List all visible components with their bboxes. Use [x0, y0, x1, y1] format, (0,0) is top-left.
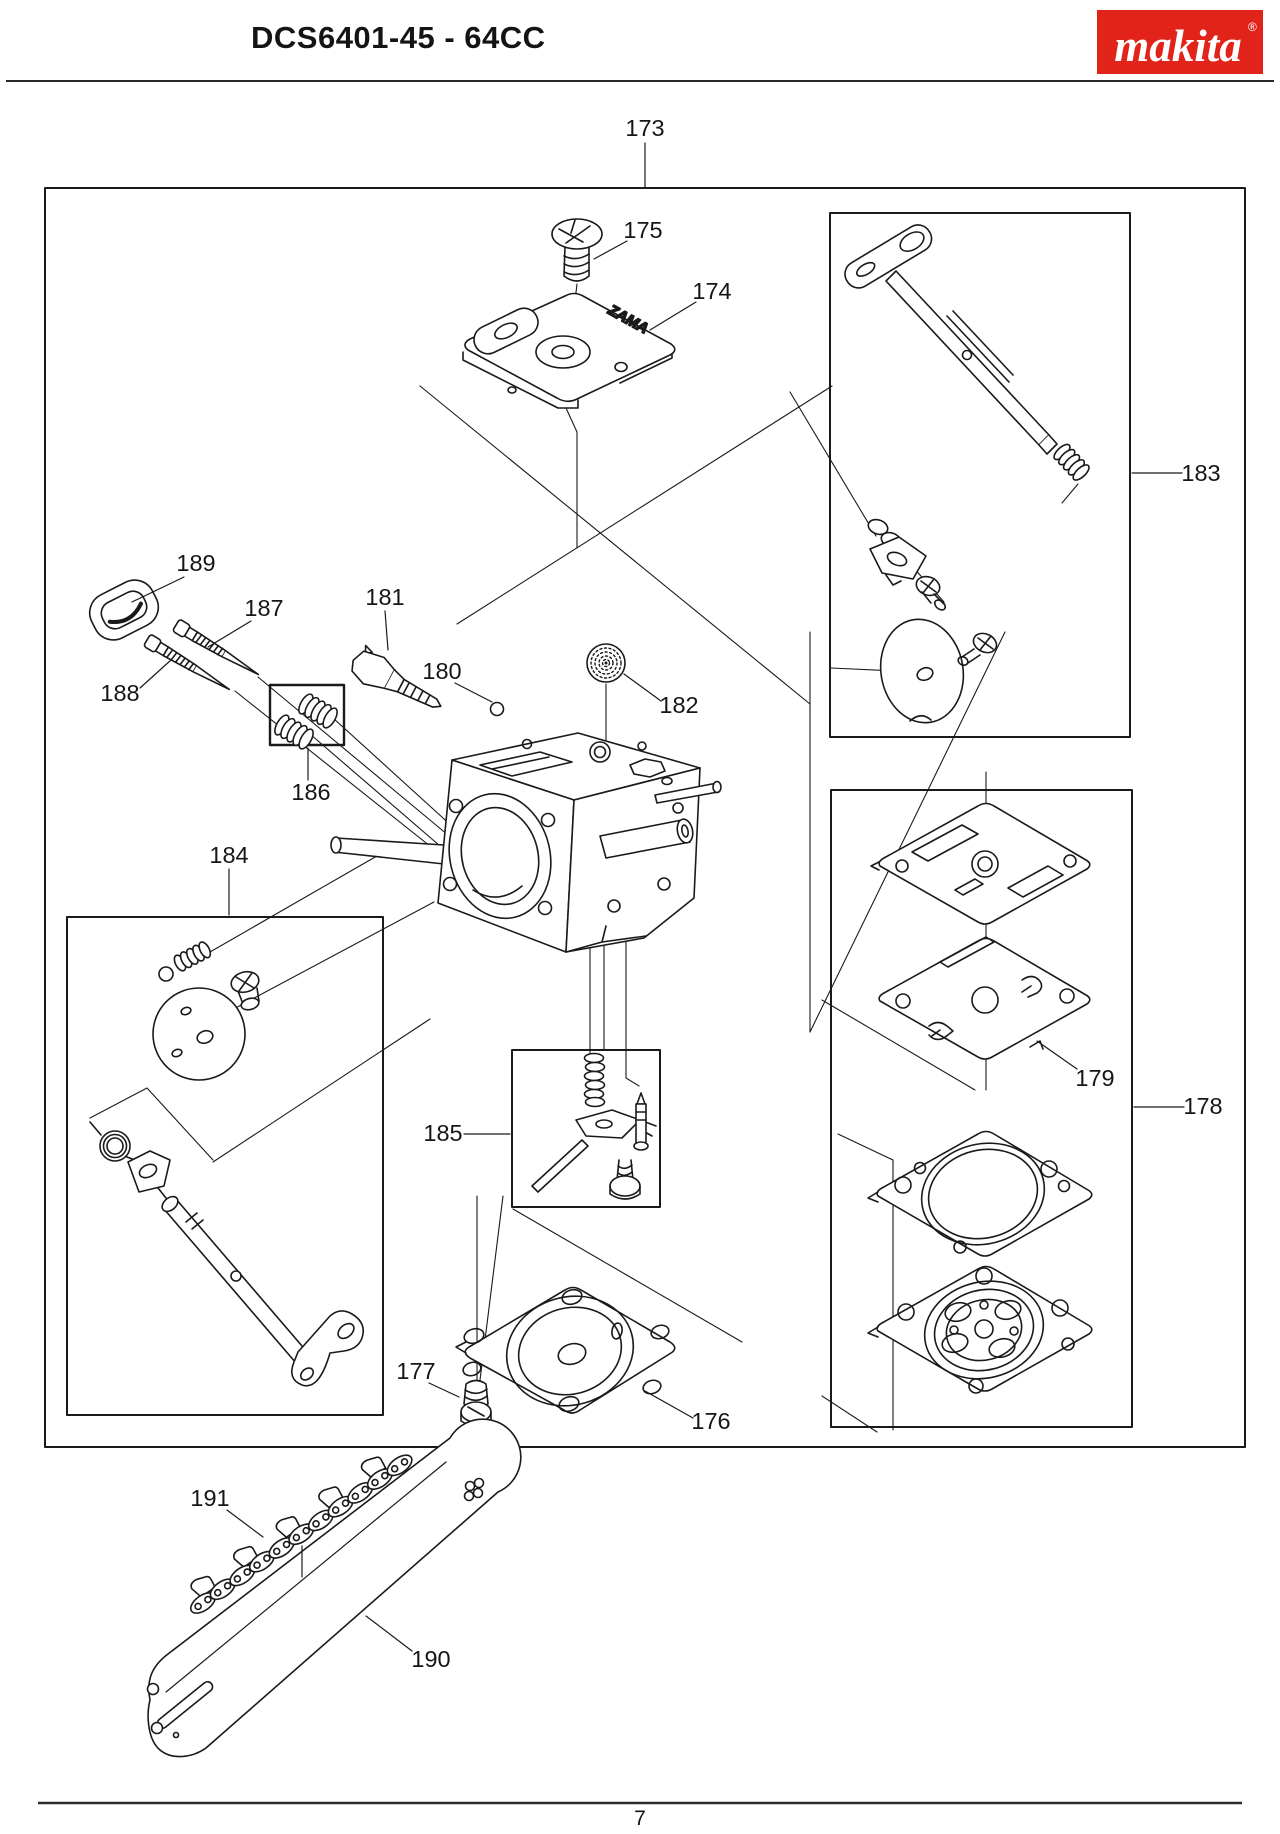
callout-185: 185	[423, 1120, 462, 1146]
callout-190: 190	[411, 1646, 450, 1672]
callout-175: 175	[623, 217, 662, 243]
rules	[6, 80, 1274, 1805]
part-gasket-diaphragm-set-178	[867, 802, 1093, 1394]
part-pump-cover-176	[455, 1286, 676, 1414]
callout-189: 189	[176, 550, 215, 576]
callout-191: 191	[190, 1485, 229, 1511]
callout-186: 186	[291, 779, 330, 805]
callout-182: 182	[659, 692, 698, 718]
part-springs-186	[274, 693, 338, 750]
callout-174: 174	[692, 278, 731, 304]
callout-187: 187	[244, 595, 283, 621]
callout-176: 176	[691, 1408, 730, 1434]
callout-178: 178	[1183, 1093, 1222, 1119]
part-choke-assembly-183	[844, 224, 1090, 724]
part-pump-assembly-184	[89, 941, 365, 1387]
part-cover-plate-174: ZAMA	[462, 292, 676, 409]
box-178	[830, 789, 1133, 1428]
page-number: 7	[634, 1807, 646, 1830]
callout-181: 181	[365, 584, 404, 610]
callout-labels: 173 174 175 176 177 178 179 180 181 182 …	[100, 115, 1222, 1672]
callout-183: 183	[1181, 460, 1220, 486]
callout-177: 177	[396, 1358, 435, 1384]
registered-mark: ®	[1248, 20, 1257, 34]
part-guide-bar-190	[146, 1418, 522, 1758]
part-needle-187	[172, 619, 260, 676]
main-border	[44, 187, 1246, 1448]
frames	[44, 187, 1246, 1448]
part-plug-181	[351, 644, 442, 708]
part-screen-182	[586, 643, 626, 683]
callout-188: 188	[100, 680, 139, 706]
box-184	[66, 916, 384, 1416]
page-title: DCS6401-45 - 64CC	[251, 20, 546, 55]
box-183	[829, 212, 1131, 738]
part-screw-175	[551, 218, 603, 282]
callout-180: 180	[422, 658, 461, 684]
leader-lines	[131, 142, 1185, 1652]
box-185	[511, 1049, 661, 1208]
logo-background	[1097, 10, 1263, 74]
logo-wordmark: makita	[1114, 21, 1242, 71]
part-ball-180	[489, 701, 505, 717]
callout-184: 184	[209, 842, 248, 868]
plate-tab	[473, 307, 539, 355]
makita-logo: makita ®	[1097, 10, 1263, 74]
part-carburetor-body	[330, 732, 722, 953]
part-needle-188	[143, 634, 231, 691]
callout-173: 173	[625, 115, 664, 141]
part-needle-valve-set-185	[531, 1052, 657, 1200]
callout-179: 179	[1075, 1065, 1114, 1091]
